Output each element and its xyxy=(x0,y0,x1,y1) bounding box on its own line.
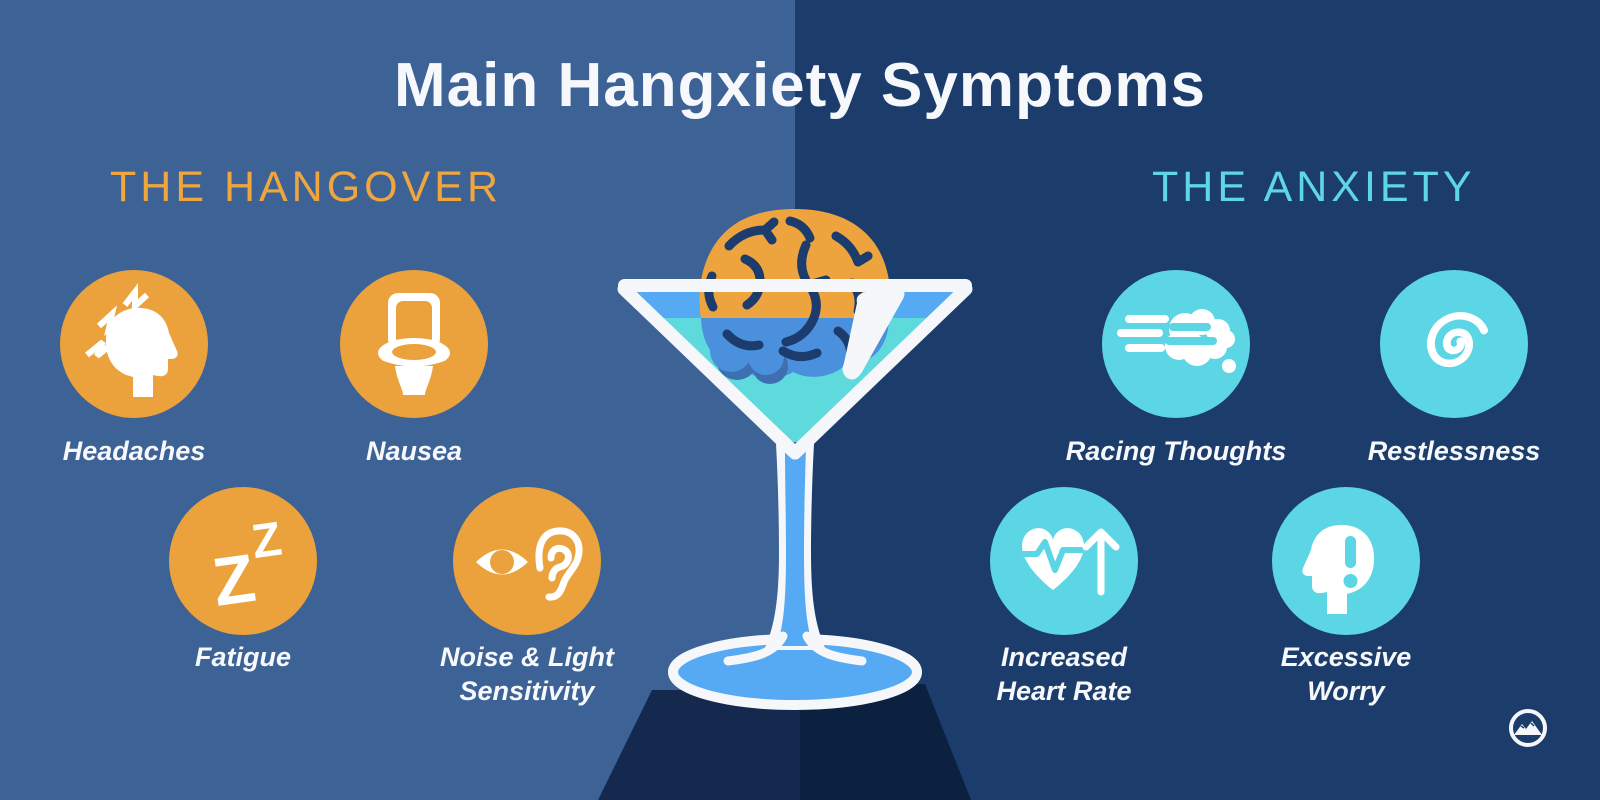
symptom-label-increased-heart-rate: Increased Heart Rate xyxy=(996,642,1132,706)
eye-ear-icon xyxy=(453,487,601,635)
pedestal-right xyxy=(800,684,971,800)
heart-rate-arrow-icon xyxy=(990,487,1138,635)
symptom-label-excessive-worry: Excessive Worry xyxy=(1280,642,1412,706)
mountain-logo xyxy=(1509,709,1547,747)
symptom-label-noise-light: Noise & Light Sensitivity xyxy=(440,642,614,706)
toilet-icon xyxy=(340,270,488,418)
glass-stem-liquid xyxy=(777,446,813,646)
brain-martini-illustration xyxy=(598,209,973,800)
hangover-section-heading: THE HANGOVER xyxy=(110,163,503,211)
racing-thought-cloud-icon xyxy=(1102,270,1250,418)
sleep-zzz-icon: Z Z xyxy=(169,487,317,635)
head-exclamation-icon xyxy=(1272,487,1420,635)
spiral-icon xyxy=(1380,270,1528,418)
page-title: Main Hangxiety Symptoms xyxy=(394,51,1206,120)
glass-highlight xyxy=(842,288,905,380)
glass-bowl-outline xyxy=(617,282,973,460)
glass-rim xyxy=(618,279,972,292)
head-lightning-icon xyxy=(60,270,208,418)
pedestal-left xyxy=(598,690,800,800)
stem-foot-curves xyxy=(723,631,867,666)
anxiety-section-heading: THE ANXIETY xyxy=(1152,163,1476,211)
symptom-label-nausea: Nausea xyxy=(365,436,463,466)
symptom-label-racing-thoughts: Racing Thoughts xyxy=(1065,436,1287,466)
symptom-label-restlessness: Restlessness xyxy=(1367,436,1541,466)
symptom-label-headaches: Headaches xyxy=(62,436,206,466)
svg-text:Z: Z xyxy=(248,513,284,570)
symptom-label-fatigue: Fatigue xyxy=(194,642,292,672)
